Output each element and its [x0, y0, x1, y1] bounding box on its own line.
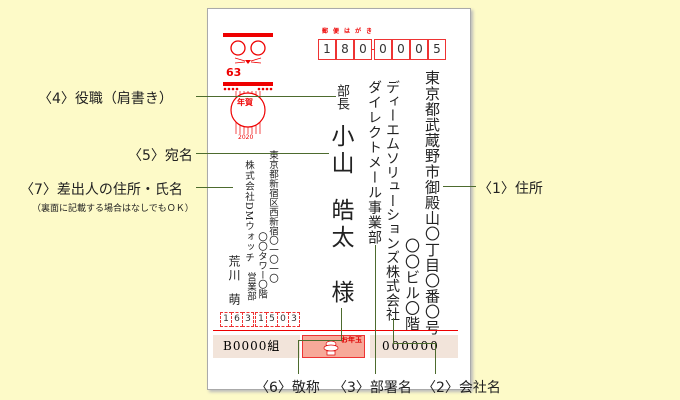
sender-address1: 東京都新宿区西新宿〇一〇一〇 [267, 150, 278, 283]
recipient-address2: 〇〇ビル〇階 [403, 238, 421, 332]
label-honorific: 〈6〉敬称 [255, 380, 320, 396]
zip-digit: 0 [354, 39, 372, 60]
leader-address [443, 186, 476, 187]
sender-zip-digit: 3 [242, 312, 254, 327]
zip-digit: 0 [374, 39, 392, 60]
zip-digit: 5 [428, 39, 446, 60]
sender-given-name: 萌 [227, 293, 241, 305]
zip-digit: 8 [336, 39, 354, 60]
sender-surname: 荒川 [227, 255, 241, 283]
leader-honorific [298, 340, 299, 374]
recipient-given-name: 皓太 [327, 198, 353, 252]
recipient-surname: 小山 [327, 124, 353, 178]
lottery-divider [213, 330, 458, 331]
leader-company [435, 343, 436, 374]
label-company: 〈2〉会社名 [422, 380, 501, 396]
sender-zip-digit: 3 [288, 312, 300, 327]
label-department: 〈3〉部署名 [333, 380, 412, 396]
lottery-number: 000000 [370, 335, 458, 358]
lottery-label: お年玉 [341, 336, 362, 344]
recipient-title: 部長 [334, 84, 349, 110]
lottery-group: B0000組 [213, 335, 300, 358]
leader-company [393, 343, 436, 344]
zip-digit: 0 [392, 39, 410, 60]
recipient-department: ダイレクトメール事業部 [366, 80, 382, 245]
kagamimochi-icon [323, 340, 339, 356]
recipient-address1: 東京都武蔵野市御殿山〇丁目〇番〇号 [423, 70, 441, 336]
leader-name [196, 153, 329, 154]
stamp-value: 63 [226, 66, 242, 79]
zip-dash [371, 49, 374, 50]
label-sender-note: （裏面に記載する場合はなしでもＯＫ） [32, 204, 194, 214]
recipient-company: ディーエムソリューションズ株式会社 [384, 80, 400, 322]
leader-honorific [298, 340, 342, 341]
label-title: 〈4〉役職（肩書き） [38, 91, 173, 107]
nenga-text: 年賀 [237, 98, 253, 107]
label-name: 〈5〉宛名 [128, 148, 193, 164]
sender-company: 株式会社DMウォッチ [243, 160, 254, 264]
leader-title [196, 96, 336, 97]
nenga-postmark [223, 87, 273, 142]
leader-department [375, 245, 376, 374]
stamp-year: 2020 [238, 134, 254, 141]
label-address: 〈1〉住所 [478, 181, 543, 197]
sender-address2: 〇〇タワー〇階 [256, 232, 267, 299]
leader-company [393, 318, 394, 343]
stamp-bar-bottom [223, 82, 273, 86]
sender-department: 営業部 [245, 272, 256, 301]
label-sender: 〈7〉差出人の住所・氏名 [20, 182, 183, 198]
mouse-icon [230, 40, 266, 64]
leader-sender [196, 187, 233, 188]
postcard-label: 郵便はがき [322, 28, 378, 35]
recipient-honorific: 様 [327, 280, 353, 303]
leader-honorific [341, 308, 342, 340]
zip-digit: 1 [318, 39, 336, 60]
zip-digit: 0 [410, 39, 428, 60]
stamp-bar-top [223, 33, 273, 37]
